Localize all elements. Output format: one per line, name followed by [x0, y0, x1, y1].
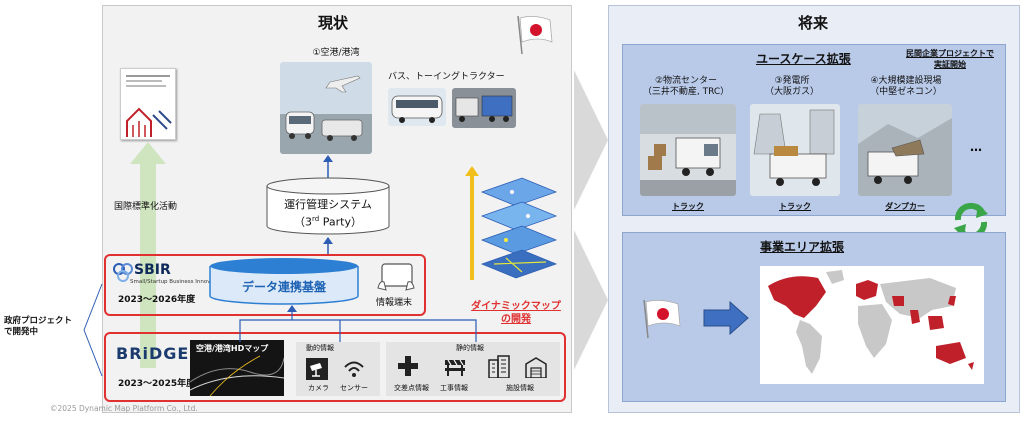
airport-photo	[280, 62, 372, 154]
tablet-icon	[377, 263, 415, 291]
camera-label: カメラ	[308, 384, 329, 392]
bridge-box	[104, 332, 566, 402]
private-note-line1: 民間企業プロジェクトで	[906, 49, 994, 58]
gov-project-label: 政府プロジェクト で開発中	[4, 316, 72, 338]
system-label-b: Party）	[319, 215, 362, 229]
hd-map-label: 空港/港湾HDマップ	[196, 344, 269, 353]
sbir-years: 2023～2026年度	[118, 295, 196, 305]
usecase-2-line1: ③発電所	[774, 76, 810, 86]
operation-management-system	[266, 177, 390, 235]
future-title: 将来	[798, 14, 829, 32]
dynamic-map-label-line2: の開発	[501, 314, 531, 325]
usecase-title: ユースケース拡張	[756, 52, 851, 66]
transition-chevron	[574, 70, 608, 370]
facility-label: 施設情報	[506, 384, 534, 392]
system-label-line2: （3rd Party）	[266, 212, 390, 230]
usecase-3-line2: （中堅ゼネコン）	[870, 87, 942, 97]
construction-label: 工事情報	[440, 384, 468, 392]
towing-tractor-photo	[452, 88, 516, 128]
copyright-text: ©2025 Dynamic Map Platform Co., Ltd.	[50, 404, 198, 413]
usecase-1-vehicle: トラック	[672, 202, 704, 211]
bus-photo	[388, 88, 446, 126]
world-map	[760, 266, 984, 384]
private-project-note: 民間企業プロジェクトで 実証開始	[898, 48, 1002, 70]
gov-project-bracket	[83, 283, 103, 377]
bridge-years: 2023～2025年度	[118, 379, 196, 389]
intersection-label: 交差点情報	[394, 384, 429, 392]
bus-tractor-label: バス、トーイングトラクター	[388, 72, 505, 82]
terminal-label: 情報端末	[376, 298, 413, 308]
usecase-2-line2: （大阪ガス）	[764, 87, 819, 97]
usecase-1-line1: ②物流センター	[654, 76, 718, 86]
platform-to-system-arrow	[323, 237, 333, 256]
expansion-arrow-icon	[703, 300, 749, 336]
usecase-3-vehicle: ダンプカー	[885, 202, 925, 211]
japan-flag-icon	[517, 15, 553, 55]
area-title: 事業エリア拡張	[760, 240, 845, 254]
hd-map-lines	[190, 355, 284, 396]
usecase-2-vehicle: トラック	[779, 202, 811, 211]
sbir-name: SBIR	[134, 262, 171, 278]
airport-label: ①空港/港湾	[312, 48, 360, 58]
usecase-1-line2: （三井不動産, TRC）	[642, 87, 730, 97]
bridge-name: BRiDGE	[116, 344, 190, 363]
dynamic-map-label: ダイナミックマップ の開発	[464, 300, 568, 326]
info-to-platform-connectors	[239, 305, 477, 342]
private-note-line2: 実証開始	[934, 60, 966, 69]
japan-flag-small-icon	[643, 299, 681, 339]
logistics-center-image	[640, 104, 736, 196]
sbir-logo-icon	[113, 263, 133, 282]
sbir-description: Small/Startup Business Innovation Resear…	[130, 279, 252, 285]
standardization-label: 国際標準化活動	[114, 202, 178, 212]
usecase-1-label: ②物流センター （三井不動産, TRC）	[636, 76, 736, 98]
dynamic-map-layers	[465, 166, 558, 280]
usecase-3-line1: ④大規模建設現場	[870, 76, 942, 86]
gov-project-label-line2: で開発中	[4, 327, 39, 337]
usecase-2-label: ③発電所 （大阪ガス）	[752, 76, 832, 98]
warehouse-icon	[525, 357, 547, 378]
sensor-icon	[344, 361, 364, 377]
system-label-a: （3	[294, 215, 313, 229]
power-plant-image	[750, 104, 840, 196]
usecase-3-label: ④大規模建設現場 （中堅ゼネコン）	[856, 76, 956, 98]
construction-site-image	[858, 104, 952, 196]
static-info-label: 静的情報	[456, 344, 484, 352]
building-icon	[488, 355, 510, 378]
intersection-icon	[398, 356, 418, 376]
data-platform-cylinder	[209, 258, 359, 305]
gov-project-label-line1: 政府プロジェクト	[4, 316, 73, 326]
system-to-airport-arrow	[323, 155, 333, 180]
system-label: 運行管理システム （3rd Party）	[266, 198, 390, 230]
system-label-line1: 運行管理システム	[284, 198, 372, 211]
dynamic-map-label-line1: ダイナミックマップ	[471, 301, 561, 312]
data-platform-label: データ連携基盤	[241, 280, 326, 294]
system-label-sup: rd	[312, 215, 320, 223]
construction-icon	[445, 359, 465, 376]
camera-icon	[306, 358, 328, 380]
dynamic-info-label: 動的情報	[306, 344, 334, 352]
standards-document-image	[120, 68, 176, 140]
sensor-label: センサー	[340, 384, 368, 392]
hd-map-image: 空港/港湾HDマップ	[190, 340, 284, 396]
sbir-box	[104, 254, 426, 316]
current-state-title: 現状	[318, 14, 349, 32]
more-usecases: …	[970, 140, 982, 154]
